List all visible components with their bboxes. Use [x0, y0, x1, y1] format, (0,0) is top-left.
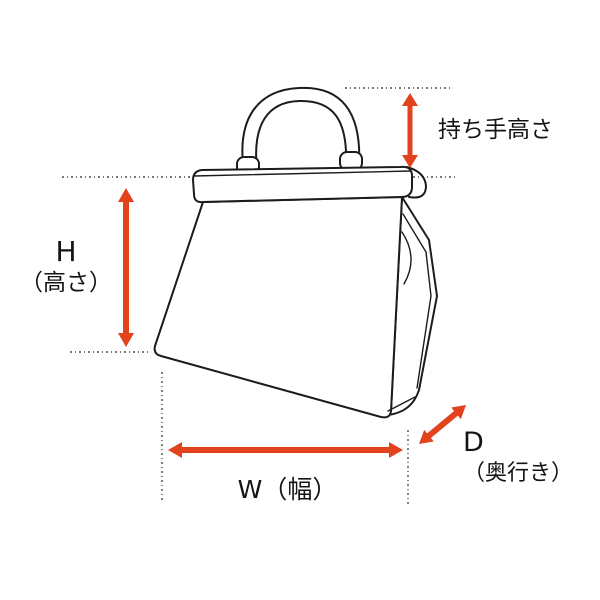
handbag-drawing [153, 86, 438, 419]
base-edge-line [387, 396, 416, 412]
height-letter: H [55, 235, 77, 268]
width-arrow [168, 442, 403, 458]
gusset-fold-line [402, 213, 432, 389]
frame-top-line [193, 170, 412, 177]
handle-height-label: 持ち手高さ [438, 117, 553, 143]
frame-depth-line [406, 166, 427, 199]
height-name: （高さ） [20, 270, 112, 296]
height-label: H （高さ） [10, 234, 122, 298]
depth-label: D （奥行き） [463, 426, 573, 487]
depth-arrow [419, 405, 466, 444]
dimension-arrows [118, 93, 466, 458]
depth-name: （奥行き） [463, 460, 574, 486]
depth-letter: D [463, 427, 484, 458]
width-label: W（幅） [237, 475, 338, 504]
bag-front-panel [153, 196, 403, 419]
gusset-dart-line [401, 231, 412, 285]
height-arrow [118, 188, 134, 347]
handle-height-arrow [402, 93, 418, 168]
